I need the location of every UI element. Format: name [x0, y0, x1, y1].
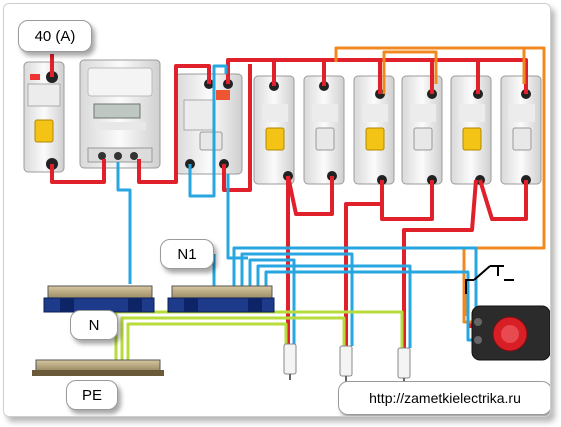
breaker-5	[450, 75, 492, 185]
wiring-diagram	[23, 46, 550, 384]
breaker-3	[353, 75, 395, 185]
n-label: N	[70, 310, 118, 340]
earth-bus-pe	[32, 359, 164, 376]
outlet-cable-1	[283, 343, 297, 380]
main-rating-label: 40 (A)	[18, 20, 92, 52]
rcd	[175, 73, 243, 175]
neutral-wires	[116, 64, 478, 348]
outlet-cable-2	[339, 345, 353, 382]
push-button-switch	[471, 305, 550, 361]
n1-label: N1	[160, 239, 214, 269]
earth-wires	[114, 310, 404, 362]
neutral-bus-n1	[167, 285, 275, 313]
phase-wires	[50, 54, 528, 348]
control-wires	[334, 46, 546, 324]
switch-symbol-icon	[465, 265, 514, 294]
breaker-6	[500, 75, 542, 185]
main-breaker	[23, 61, 65, 173]
breaker-2	[303, 75, 345, 185]
neutral-bus-n	[43, 285, 155, 313]
outlet-cable-3	[397, 347, 411, 384]
breaker-1	[253, 75, 295, 185]
breaker-4	[401, 75, 443, 185]
site-url-label: http://zametkielectrika.ru	[338, 381, 550, 415]
diagram-frame: 40 (A) N1 N PE http://zametkielectrika.r…	[3, 3, 551, 417]
pe-label: PE	[66, 380, 118, 410]
electricity-meter	[79, 59, 161, 169]
